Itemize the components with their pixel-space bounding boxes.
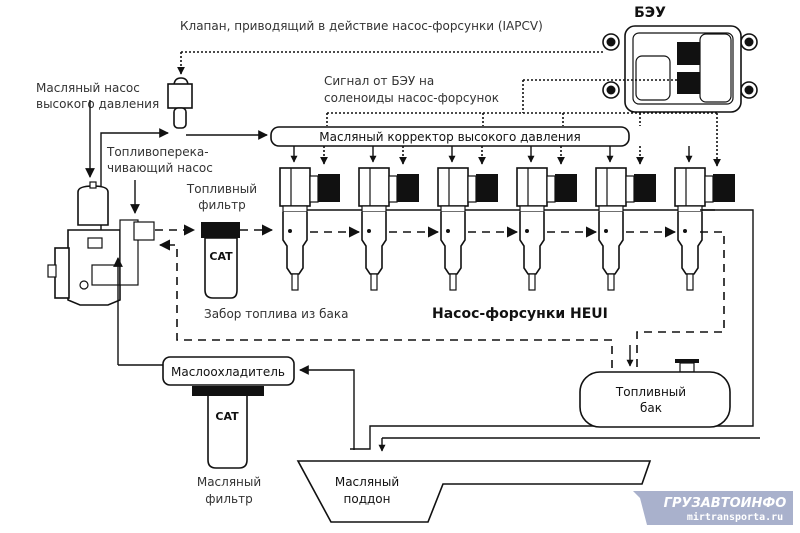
injector-nozzle <box>686 273 694 291</box>
solenoid-coupler <box>309 175 319 203</box>
solenoid <box>318 174 340 202</box>
solenoid <box>397 174 419 202</box>
oil-pan-label-2: поддон <box>344 492 391 506</box>
solenoid <box>634 174 656 202</box>
injector-barrel <box>282 212 308 275</box>
solenoid-coupler <box>546 175 556 203</box>
injector-body <box>516 167 548 207</box>
injector-collar <box>361 205 387 213</box>
fuel-tank-label-1: Топливный <box>615 385 686 399</box>
signal-label-1: Сигнал от БЭУ на <box>324 74 434 88</box>
oil-pan-label-1: Масляный <box>335 475 399 489</box>
injector-port <box>367 229 371 233</box>
solenoid <box>555 174 577 202</box>
injector-nozzle <box>607 273 615 291</box>
injector-barrel <box>519 212 545 275</box>
transfer-pump-label-2: чивающий насос <box>107 161 213 175</box>
injector <box>516 146 577 291</box>
injector-nozzle <box>449 273 457 291</box>
watermark: ГРУЗАВТОИНФО mirtransporta.ru <box>633 491 793 525</box>
injector-port <box>525 229 529 233</box>
injector <box>358 146 419 291</box>
solenoid <box>476 174 498 202</box>
oil-cooler: Маслоохладитель <box>162 356 295 386</box>
injector-collar <box>598 205 624 213</box>
oil-filter-brand: CAT <box>215 410 239 423</box>
injector-nozzle <box>528 273 536 291</box>
oil-filter-label-2: фильтр <box>205 492 252 506</box>
solenoid-coupler <box>704 175 714 203</box>
injector <box>437 146 498 291</box>
injector-collar <box>677 205 703 213</box>
injector <box>279 146 340 291</box>
injector-body <box>279 167 311 207</box>
injector <box>595 146 656 291</box>
ecu-box <box>602 25 758 113</box>
injector-collar <box>282 205 308 213</box>
injector-barrel <box>361 212 387 275</box>
injector-barrel <box>598 212 624 275</box>
fuel-tank: Топливный бак <box>579 359 731 428</box>
injector-nozzle <box>370 273 378 291</box>
iapcv-valve <box>167 51 605 129</box>
injector-body <box>674 167 706 207</box>
injector-barrel <box>440 212 466 275</box>
oil-pump-label-1: Масляный насос <box>36 81 140 95</box>
fuel-filter: CAT <box>201 222 240 299</box>
oil-pump-assembly <box>47 181 155 306</box>
oil-rail-label: Масляный корректор высокого давления <box>319 130 581 144</box>
ecu-label: БЭУ <box>634 5 666 21</box>
injector-nozzle <box>291 273 299 291</box>
injector-collar <box>440 205 466 213</box>
injectors-group <box>279 146 735 291</box>
injector-barrel <box>677 212 703 275</box>
oil-filter: CAT <box>192 386 264 469</box>
oil-pan: Масляный поддон <box>296 437 760 523</box>
injector <box>674 146 735 291</box>
solenoid <box>713 174 735 202</box>
injector-body <box>358 167 390 207</box>
iapcv-valve-label: Клапан, приводящий в действие насос-форс… <box>180 19 543 33</box>
oil-pump-label-2: высокого давления <box>36 97 159 111</box>
injector-port <box>604 229 608 233</box>
watermark-title: ГРУЗАВТОИНФО <box>664 496 787 511</box>
fuel-filter-label-1: Топливный <box>186 182 257 196</box>
injector-port <box>683 229 687 233</box>
signal-label-2: соленоиды насос-форсунок <box>324 91 499 105</box>
watermark-subtitle: mirtransporta.ru <box>687 511 783 523</box>
solenoid-coupler <box>625 175 635 203</box>
solenoid-coupler <box>388 175 398 203</box>
oil-rail: Масляный корректор высокого давления <box>270 126 630 147</box>
fuel-filter-brand: CAT <box>209 250 233 263</box>
injector-port <box>446 229 450 233</box>
solenoid-coupler <box>467 175 477 203</box>
injector-port <box>288 229 292 233</box>
oil-cooler-label: Маслоохладитель <box>171 365 285 379</box>
fuel-filter-label-2: фильтр <box>198 198 245 212</box>
oil-filter-label-1: Масляный <box>197 475 261 489</box>
injector-collar <box>519 205 545 213</box>
injectors-title: Насос-форсунки HEUI <box>432 306 608 322</box>
fuel-intake-label: Забор топлива из бака <box>204 307 348 321</box>
fuel-tank-label-2: бак <box>640 401 662 415</box>
injector-body <box>595 167 627 207</box>
transfer-pump-label-1: Топливоперека- <box>106 145 209 159</box>
injector-body <box>437 167 469 207</box>
